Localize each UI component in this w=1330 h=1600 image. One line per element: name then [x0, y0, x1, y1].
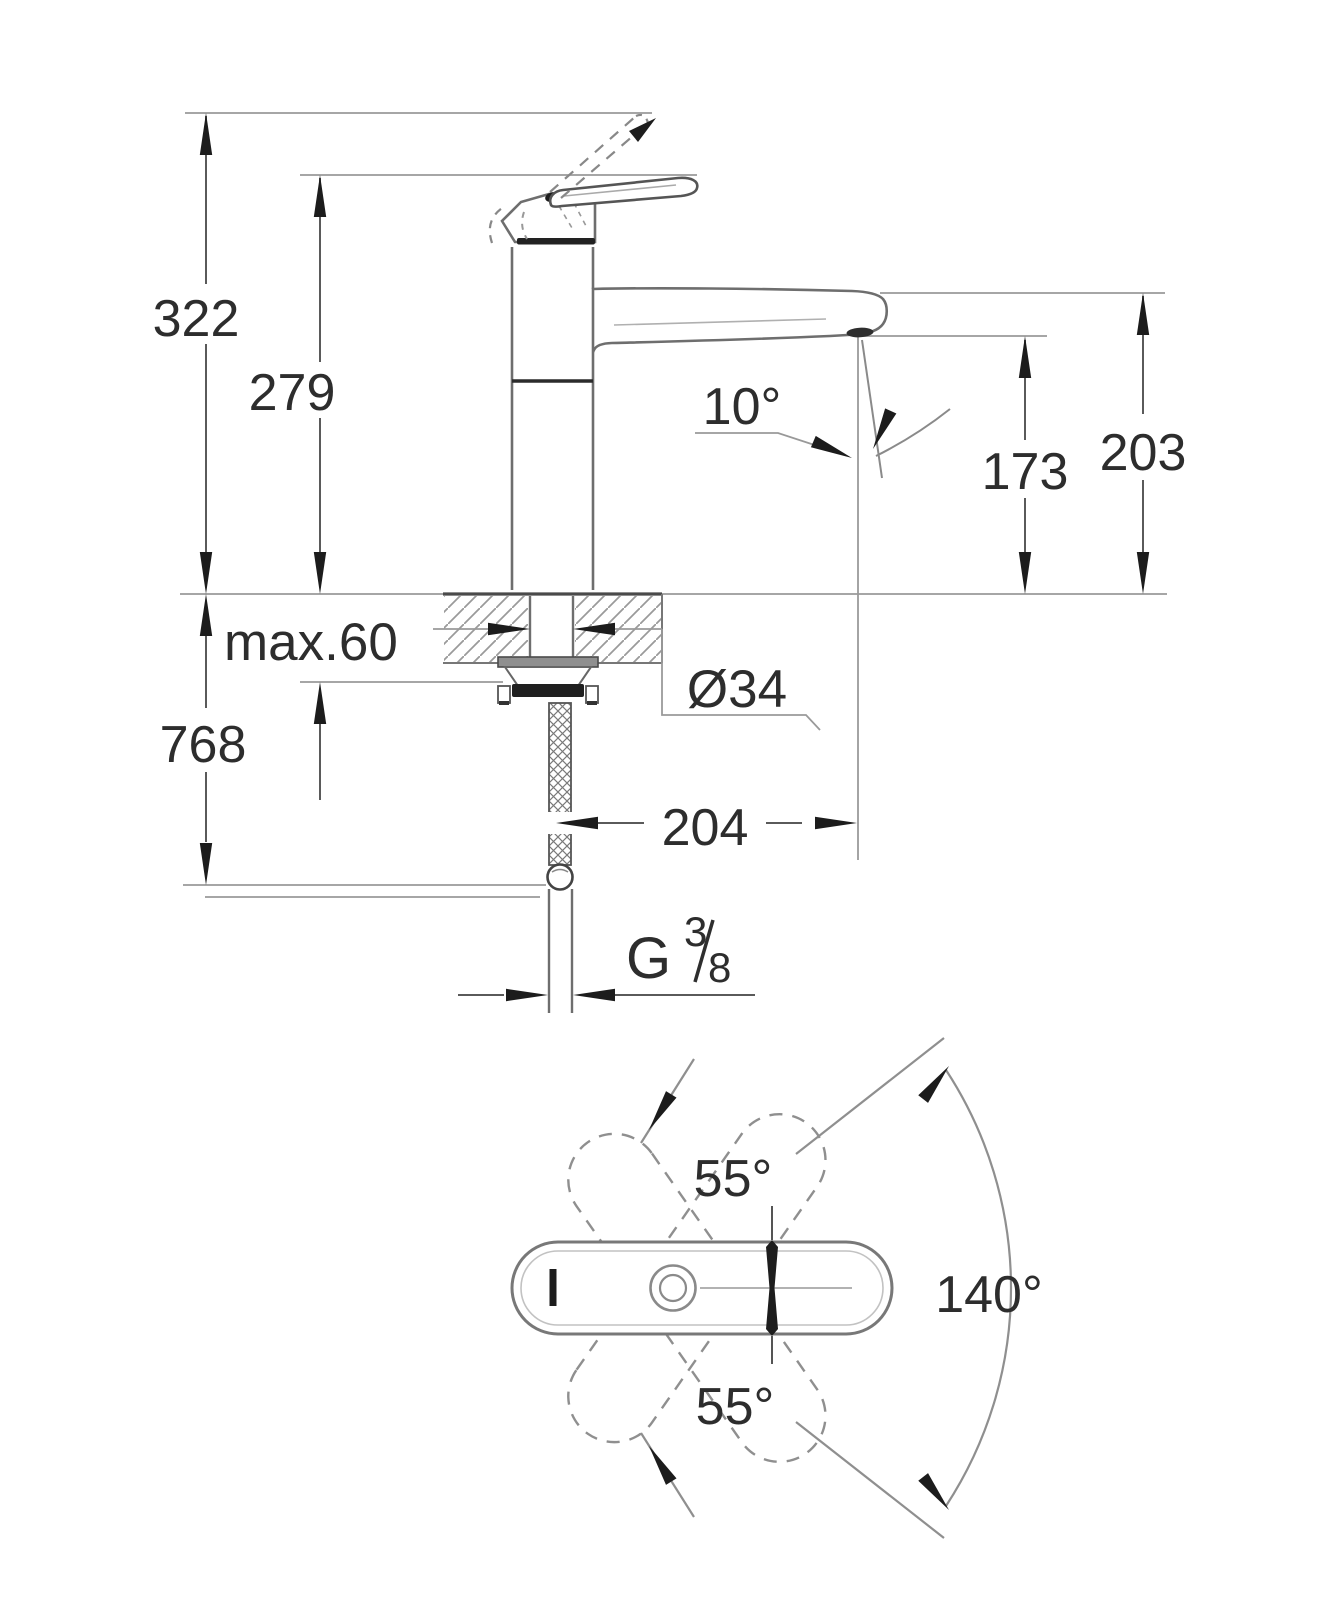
spray-angle-arc: [875, 408, 951, 457]
braided-hose: [548, 702, 572, 866]
arrow-up-icon: [199, 594, 213, 636]
ball-highlight: [551, 868, 569, 873]
tab-foot-right: [587, 701, 597, 705]
mounting-nut: [512, 684, 584, 697]
dimension-label: 322: [153, 290, 240, 348]
faucet-body: [488, 113, 889, 590]
arrow-down-icon: [1018, 552, 1032, 594]
mounting-washer: [497, 656, 599, 668]
dimension-label: max.60: [224, 613, 398, 672]
top-view: 55° 140° 55°: [510, 1037, 1043, 1539]
dimension-label: 768: [160, 716, 247, 774]
dimension-label: Ø34: [687, 660, 787, 719]
spout: [591, 286, 889, 353]
arrowhead-up-left-icon: [643, 1091, 677, 1134]
dimension-spout-reach: 204: [556, 799, 857, 857]
head-internal-dashes: [558, 202, 587, 229]
mounting-hardware: [497, 656, 599, 705]
dimension-thread: G 3 8: [458, 908, 755, 1002]
side-view: 10° 322 279 max.60: [153, 112, 1187, 1013]
arrow-down-icon: [199, 843, 213, 885]
arrow-down-icon: [199, 552, 213, 594]
dimension-label: 10°: [703, 378, 782, 436]
lever-motion-arrow-icon: [629, 118, 656, 142]
leader-arrowhead-icon: [810, 435, 855, 464]
thread-denominator: 8: [708, 944, 731, 991]
dimension-label: 279: [249, 364, 336, 422]
dimension-label: 203: [1100, 424, 1187, 482]
radial-down-right: [795, 1421, 945, 1539]
fraction-slash: [693, 919, 715, 983]
dimension-total-height: 322: [153, 113, 240, 594]
dimension-spout-top-height: 279: [249, 175, 336, 594]
dimension-hose-length: 768: [160, 594, 247, 885]
swivel-arc: [945, 1069, 1013, 1507]
arrowhead-down-left-icon: [643, 1442, 677, 1485]
arrow-down-icon: [313, 552, 327, 594]
arrow-right-icon: [815, 816, 857, 830]
arrow-right-icon: [506, 988, 548, 1002]
raised-lever-line-1: [549, 115, 637, 193]
arc-arrowhead-top-icon: [918, 1062, 954, 1103]
thread-letter: G: [626, 926, 671, 991]
radial-up-right: [795, 1037, 945, 1155]
mounting-tab-right: [585, 685, 599, 704]
arrow-down-icon: [1136, 552, 1150, 594]
raised-lever-small-arc: [521, 211, 528, 240]
arc-arrowhead-icon: [867, 408, 897, 452]
arrow-up-icon: [1018, 336, 1032, 378]
lever-highlight: [563, 184, 677, 197]
arrow-up-icon: [313, 175, 327, 217]
tab-foot-left: [499, 701, 509, 705]
dimension-label: 140°: [935, 1266, 1043, 1324]
arrow-up-icon: [199, 113, 213, 155]
dimension-label: 173: [982, 443, 1069, 501]
lever-handle: [548, 176, 699, 208]
spray-direction-line: [861, 339, 883, 479]
dimension-label: 55°: [694, 1150, 773, 1208]
dimension-hole-diameter: Ø34: [433, 622, 821, 731]
head-cartridge-band: [517, 238, 595, 245]
lever-raised-phantom: [488, 113, 650, 244]
supply-hose: [544, 702, 576, 1013]
mounting-cone: [503, 666, 593, 687]
arrow-left-icon: [573, 988, 615, 1002]
arrow-up-icon: [313, 682, 327, 724]
thread-numerator: 3: [684, 908, 707, 955]
aerator-outlet: [846, 327, 874, 338]
mounting-tab-left: [497, 685, 511, 704]
dimension-label: 204: [662, 799, 749, 857]
marker-double-arrow-icon: [766, 1240, 778, 1336]
dimension-label: 55°: [696, 1378, 775, 1436]
reference-marker: [766, 1206, 778, 1364]
arrow-up-icon: [1136, 293, 1150, 335]
spray-angle-detail: 10°: [695, 339, 951, 479]
dimension-clearance-height: 203: [1100, 293, 1187, 594]
hose-ball-fitting: [546, 863, 574, 891]
raised-lever-tip: [635, 113, 650, 124]
raised-lever-back-arc: [488, 205, 506, 244]
handle-inner-outline: [520, 1250, 884, 1326]
spout-highlight: [613, 318, 827, 326]
dimension-deck-thickness: max.60: [224, 613, 398, 800]
extension-lines: [180, 112, 1167, 898]
dimension-outlet-height: 173: [982, 336, 1069, 594]
cartridge-ring-inner: [658, 1273, 688, 1303]
label-leader: [661, 629, 821, 731]
arc-arrowhead-bottom-icon: [918, 1473, 954, 1514]
